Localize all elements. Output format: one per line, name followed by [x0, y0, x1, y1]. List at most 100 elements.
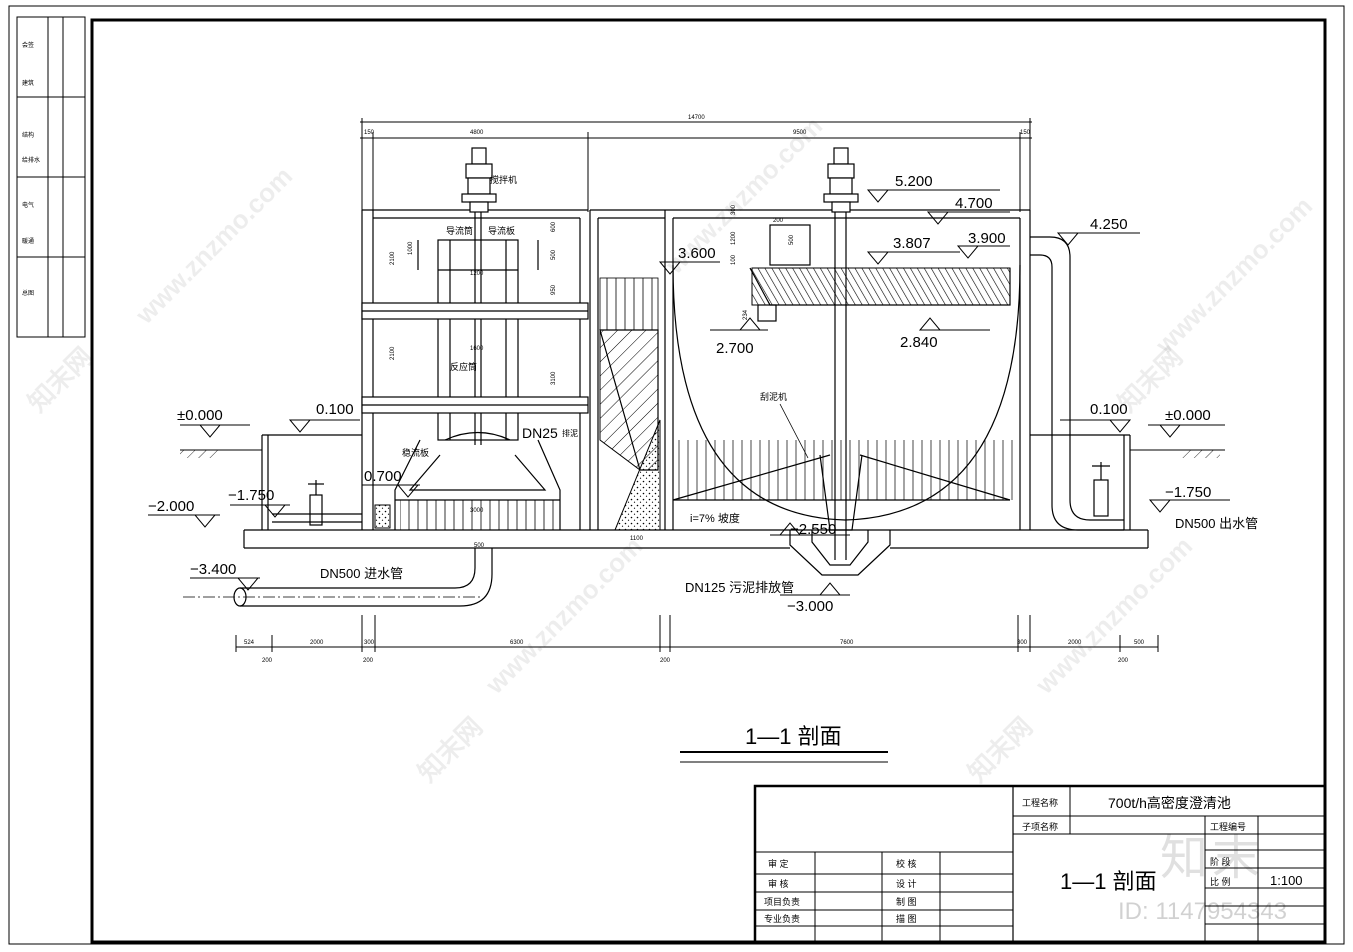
tb-subproject-label: 子项名称	[1022, 822, 1059, 832]
elev-m3400: −3.400	[190, 561, 236, 578]
label-dn25-suffix: 排泥	[562, 428, 578, 438]
tb-scale-label: 比 例	[1210, 877, 1231, 887]
dim-total: 14700	[688, 115, 705, 121]
label-scraper: 刮泥机	[760, 391, 787, 402]
margin-row-4: 电气	[22, 203, 35, 209]
tb-sig-right-1: 设 计	[896, 879, 917, 889]
elev-3807: 3.807	[893, 235, 931, 252]
dim-bottom-sub-2: 200	[363, 658, 374, 664]
elevation-markers	[148, 189, 1230, 596]
label-guide-left: 导流筒	[446, 225, 473, 236]
sheet-inner-border	[90, 18, 1327, 944]
left-tank-floor-grid	[400, 500, 560, 530]
dim-tank-4: 500	[789, 234, 795, 245]
elev-0100-right: 0.100	[1090, 401, 1128, 418]
elev-2840: 2.840	[900, 334, 938, 351]
dim-tank-6: 234	[743, 309, 749, 320]
dim-bottom-6: 7600	[840, 640, 854, 646]
elev-4250: 4.250	[1090, 216, 1128, 233]
dim-tank-5: 100	[731, 254, 737, 265]
label-guide-right: 导流板	[488, 225, 515, 236]
dim-inner-8: 1100	[630, 536, 644, 542]
tb-sig-right-3: 描 图	[896, 914, 917, 924]
tb-sig-right-2: 制 图	[896, 897, 917, 907]
dim-bottom-2: 2000	[310, 640, 324, 646]
elev-m3000: −3.000	[787, 598, 833, 615]
sheet-outer-border	[8, 5, 1345, 945]
dim-inner-1: 1000	[408, 241, 414, 255]
base-slab	[243, 529, 1149, 549]
dim-bottom-4: 6300	[510, 640, 524, 646]
inclined-tube-settler	[751, 267, 1011, 306]
section-title: 1—1 剖面	[745, 724, 842, 749]
elev-0000-left: ±0.000	[177, 407, 223, 424]
margin-table	[16, 16, 86, 338]
dim-inner-3: 500	[551, 249, 557, 260]
elev-2700: 2.700	[716, 340, 754, 357]
elev-3600: 3.600	[678, 245, 716, 262]
dim-inner-5: 1200	[470, 271, 484, 277]
tb-sig-right-0: 校 核	[896, 859, 917, 869]
title-block	[753, 784, 1327, 944]
dim-tank-3: 1200	[731, 231, 737, 245]
mixer-motor-right	[823, 147, 859, 213]
label-mixer: 搅拌机	[490, 174, 517, 185]
bottom-dimensions	[235, 615, 1159, 652]
watermark-logo: 知末	[1160, 832, 1265, 885]
elev-4700: 4.700	[955, 195, 993, 212]
dim-bottom-sub-3: 200	[1118, 658, 1129, 664]
tb-project-value: 700t/h高密度澄清池	[1108, 795, 1231, 811]
margin-row-5: 暖通	[22, 239, 35, 245]
tb-drawing-name: 1—1 剖面	[1060, 869, 1157, 894]
tb-drawing-no-label: 工程编号	[1210, 822, 1247, 832]
ground-left	[180, 449, 262, 458]
ground-right	[1130, 449, 1225, 458]
tb-sig-left-1: 审 核	[768, 879, 789, 889]
margin-row-0: 会签	[22, 43, 35, 49]
dim-left-span: 4800	[470, 130, 484, 136]
tb-sig-left-3: 专业负责	[764, 914, 801, 924]
elev-0100-left: 0.100	[316, 401, 354, 418]
tb-sig-left-0: 审 定	[768, 859, 789, 869]
dim-bottom-7: 300	[1017, 640, 1028, 646]
dim-tank-1: 200	[773, 218, 784, 224]
elev-3900: 3.900	[968, 230, 1006, 247]
middle-tube-bundle	[599, 277, 659, 331]
dim-right-span: 9500	[793, 130, 807, 136]
elev-m2000: −2.000	[148, 498, 194, 515]
label-skirt: 稳流板	[402, 447, 429, 458]
right-tank-vertical-grid	[675, 440, 1018, 500]
watermark-id: ID: 1147954343	[1118, 898, 1288, 925]
margin-row-1: 建筑	[22, 81, 35, 87]
label-dn25: DN25	[522, 425, 558, 441]
inlet-gravel	[374, 504, 391, 529]
outlet-chamber	[1030, 236, 1131, 531]
inlet-chamber	[261, 434, 362, 530]
mixer-motor-left	[461, 147, 497, 213]
label-outlet-pipe: DN500 出水管	[1175, 516, 1258, 531]
label-inlet-pipe: DN500 进水管	[320, 566, 403, 581]
label-slope: i=7% 坡度	[690, 511, 740, 525]
dim-bottom-sub-1: 200	[262, 658, 273, 664]
dim-bottom-8: 2000	[1068, 640, 1082, 646]
tb-phase-label: 阶 段	[1210, 857, 1231, 867]
top-dimensions	[360, 118, 1032, 212]
label-sludge-pipe: DN125 污泥排放管	[685, 580, 794, 595]
dim-bottom-3: 300	[364, 640, 375, 646]
elev-0700: 0.700	[364, 468, 402, 485]
margin-row-6: 总图	[22, 291, 35, 297]
dim-side-1: 2100	[390, 251, 396, 265]
elev-0000-right: ±0.000	[1165, 407, 1211, 424]
dim-inner-9: 3000	[470, 508, 484, 514]
dim-right-wall: 150	[1020, 130, 1031, 136]
margin-row-3: 给排水	[22, 158, 41, 164]
margin-row-2: 结构	[22, 133, 35, 139]
tb-scale-value: 1:100	[1270, 873, 1303, 888]
left-tank	[361, 175, 591, 530]
tb-sig-left-2: 项目负责	[764, 897, 801, 907]
dim-tank-2: 300	[731, 204, 737, 215]
dim-left-wall: 150	[364, 130, 375, 136]
dim-bottom-1: 524	[244, 640, 255, 646]
dim-side-2: 2100	[390, 346, 396, 360]
